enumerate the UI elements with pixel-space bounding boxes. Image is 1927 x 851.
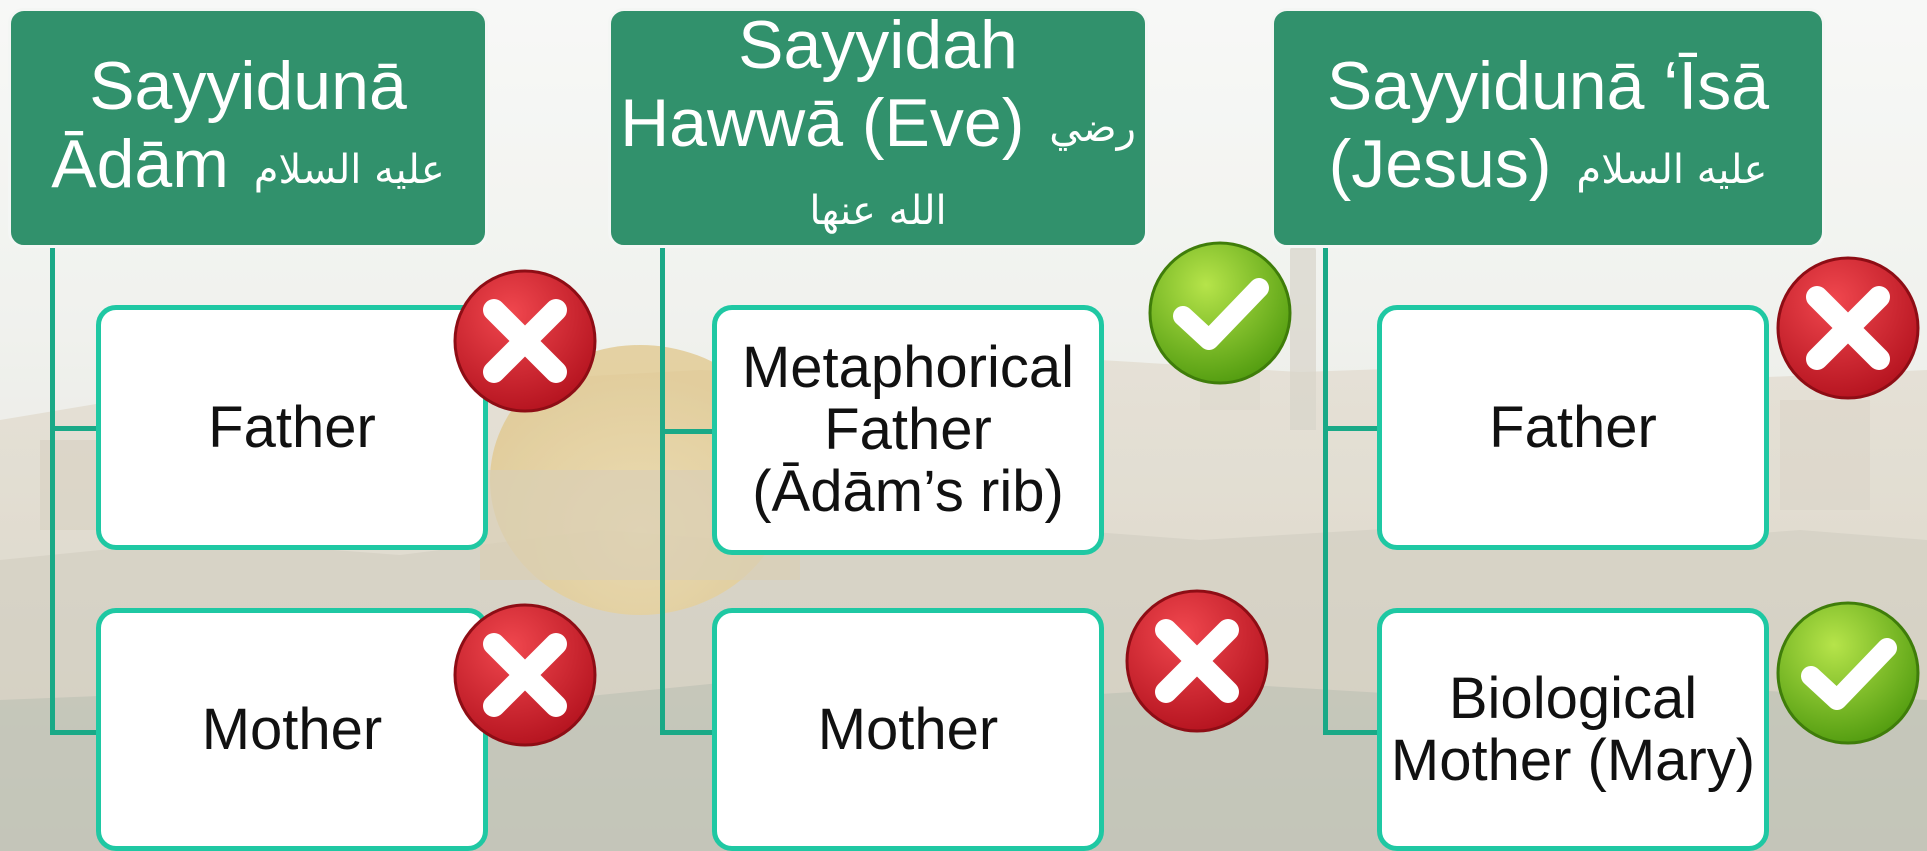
header-hawwa: Sayyidah Hawwā (Eve) رضي الله عنها <box>608 6 1148 248</box>
check-mark-icon <box>1147 240 1293 386</box>
connector-horizontal <box>660 429 714 434</box>
honorific-text: رضي الله عنها <box>809 105 1136 235</box>
box-label: Mother <box>201 696 383 762</box>
box-label: Biological Mother (Mary) <box>1390 665 1756 793</box>
header-title-line2: Ādām <box>51 126 229 203</box>
cross-mark-icon <box>1775 255 1921 401</box>
column-isa: Sayyidunā ‘Īsā (Jesus) عليه السلام Fathe… <box>1265 0 1927 851</box>
connector-vertical <box>1323 248 1328 735</box>
box-mother: Mother <box>96 608 488 851</box>
header-title-line1: Sayyidunā ‘Īsā <box>1326 48 1770 125</box>
box-label: Mother <box>817 696 999 762</box>
box-mother: Mother <box>712 608 1104 851</box>
header-title-line2: (Jesus) <box>1328 126 1552 203</box>
honorific-text: عليه السلام <box>1576 146 1768 193</box>
box-biological-mother: Biological Mother (Mary) <box>1377 608 1769 851</box>
box-label: Metaphorical Father (Ādām’s rib) <box>741 335 1075 524</box>
connector-vertical <box>50 248 55 735</box>
connector-horizontal <box>1323 426 1379 431</box>
cross-mark-icon <box>452 268 598 414</box>
column-adam: Sayyidunā Ādām عليه السلام Father Mother <box>0 0 600 851</box>
column-hawwa: Sayyidah Hawwā (Eve) رضي الله عنها Metap… <box>600 0 1292 851</box>
box-father: Father <box>1377 305 1769 550</box>
header-title-line2: Hawwā (Eve) <box>620 84 1025 161</box>
header-title-line1: Sayyidah <box>738 6 1018 83</box>
connector-horizontal <box>50 426 98 431</box>
box-father: Father <box>96 305 488 550</box>
header-adam: Sayyidunā Ādām عليه السلام <box>8 8 488 248</box>
check-mark-icon <box>1775 600 1921 746</box>
honorific-text: عليه السلام <box>253 146 445 193</box>
header-isa: Sayyidunā ‘Īsā (Jesus) عليه السلام <box>1271 8 1825 248</box>
connector-vertical <box>660 248 665 735</box>
connector-horizontal <box>1323 730 1379 735</box>
connector-horizontal <box>50 730 98 735</box>
connector-horizontal <box>660 730 714 735</box>
box-metaphorical-father: Metaphorical Father (Ādām’s rib) <box>712 305 1104 555</box>
cross-mark-icon <box>452 602 598 748</box>
header-title-line1: Sayyidunā <box>89 48 407 125</box>
box-label: Father <box>1489 394 1657 460</box>
box-label: Father <box>208 394 376 460</box>
cross-mark-icon <box>1124 588 1270 734</box>
